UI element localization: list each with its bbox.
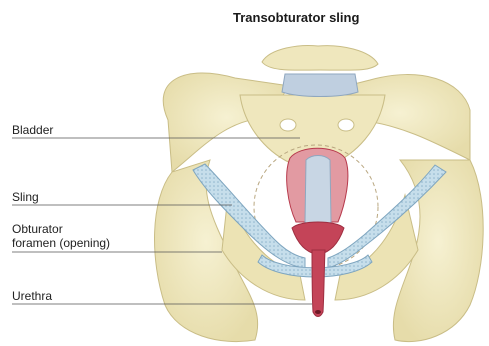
urethral-opening	[315, 310, 321, 314]
urethra	[312, 250, 325, 317]
vertebra	[262, 46, 378, 71]
pubic-symphysis	[305, 156, 331, 229]
sacral-foramen-right	[338, 119, 354, 131]
label-obturator-line2: foramen (opening)	[12, 236, 110, 250]
intervertebral-disc	[282, 74, 358, 97]
label-sling: Sling	[12, 190, 39, 204]
label-bladder: Bladder	[12, 123, 53, 137]
sacral-foramen-left	[280, 119, 296, 131]
label-urethra: Urethra	[12, 289, 52, 303]
label-obturator-line1: Obturator	[12, 222, 63, 236]
